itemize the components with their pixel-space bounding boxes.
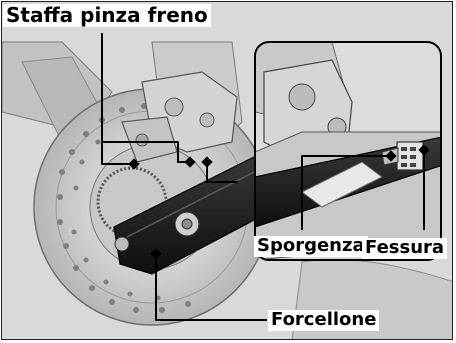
- slot-label: Fessura: [362, 238, 447, 259]
- protrusion-label: Sporgenza: [254, 236, 368, 257]
- caliper-bracket-label: Staffa pinza freno: [3, 4, 211, 27]
- swingarm-label: Forcellone: [268, 310, 379, 331]
- brake-caliper-illustration: [2, 2, 453, 340]
- figure-frame: Staffa pinza freno Sporgenza Fessura For…: [1, 1, 453, 340]
